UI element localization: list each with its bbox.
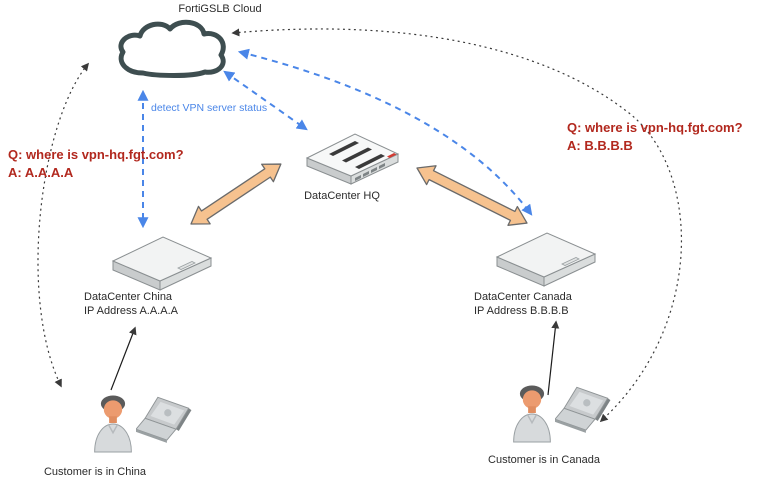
customer-canada-laptop-icon (555, 386, 611, 433)
vpn-tunnel-arrow-hq-canada (416, 165, 528, 226)
customer-canada-label: Customer is in Canada (488, 454, 600, 466)
datacenter-canada-labels: DataCenter Canada IP Address B.B.B.B (474, 290, 572, 318)
vpn-tunnel-arrow-china-hq (190, 163, 282, 225)
dns-query-path-china (37, 62, 90, 388)
dns-answer-china: Q: where is vpn-hq.fgt.com? A: A.A.A.A (8, 146, 184, 182)
gslb-status-arrow-hq (223, 70, 308, 131)
datacenter-china-icon (111, 236, 213, 291)
customer-china-label: Customer is in China (43, 466, 147, 478)
datacenter-canada-icon (495, 232, 597, 287)
datacenter-china-ip: IP Address A.A.A.A (84, 305, 178, 317)
datacenter-china-labels: DataCenter China IP Address A.A.A.A (84, 290, 178, 318)
datacenter-hq-label: DataCenter HQ (304, 190, 380, 202)
customer-china-laptop-icon (136, 396, 192, 443)
fortigslb-cloud-icon (118, 19, 226, 78)
customer-canada-person-icon (513, 385, 551, 443)
dns-query-path-canada (231, 28, 682, 423)
fortinet-red-badge (387, 153, 397, 158)
dns-question-line: Q: where is vpn-hq.fgt.com? (567, 120, 743, 135)
dns-question-line: Q: where is vpn-hq.fgt.com? (8, 147, 184, 162)
datacenter-hq-icon (305, 133, 400, 185)
customer-to-dc-arrow-canada (547, 320, 560, 396)
cloud-label: FortiGSLB Cloud (178, 3, 262, 15)
customer-to-dc-arrow-china (110, 326, 137, 391)
dns-answer-line: A: B.B.B.B (567, 138, 633, 153)
detect-vpn-status-label: detect VPN server status (151, 102, 268, 114)
customer-china-person-icon (94, 395, 132, 453)
dns-answer-line: A: A.A.A.A (8, 165, 74, 180)
dns-answer-canada: Q: where is vpn-hq.fgt.com? A: B.B.B.B (567, 119, 743, 155)
datacenter-canada-ip: IP Address B.B.B.B (474, 305, 569, 317)
datacenter-china-label: DataCenter China (84, 291, 173, 303)
datacenter-canada-label: DataCenter Canada (474, 291, 572, 303)
